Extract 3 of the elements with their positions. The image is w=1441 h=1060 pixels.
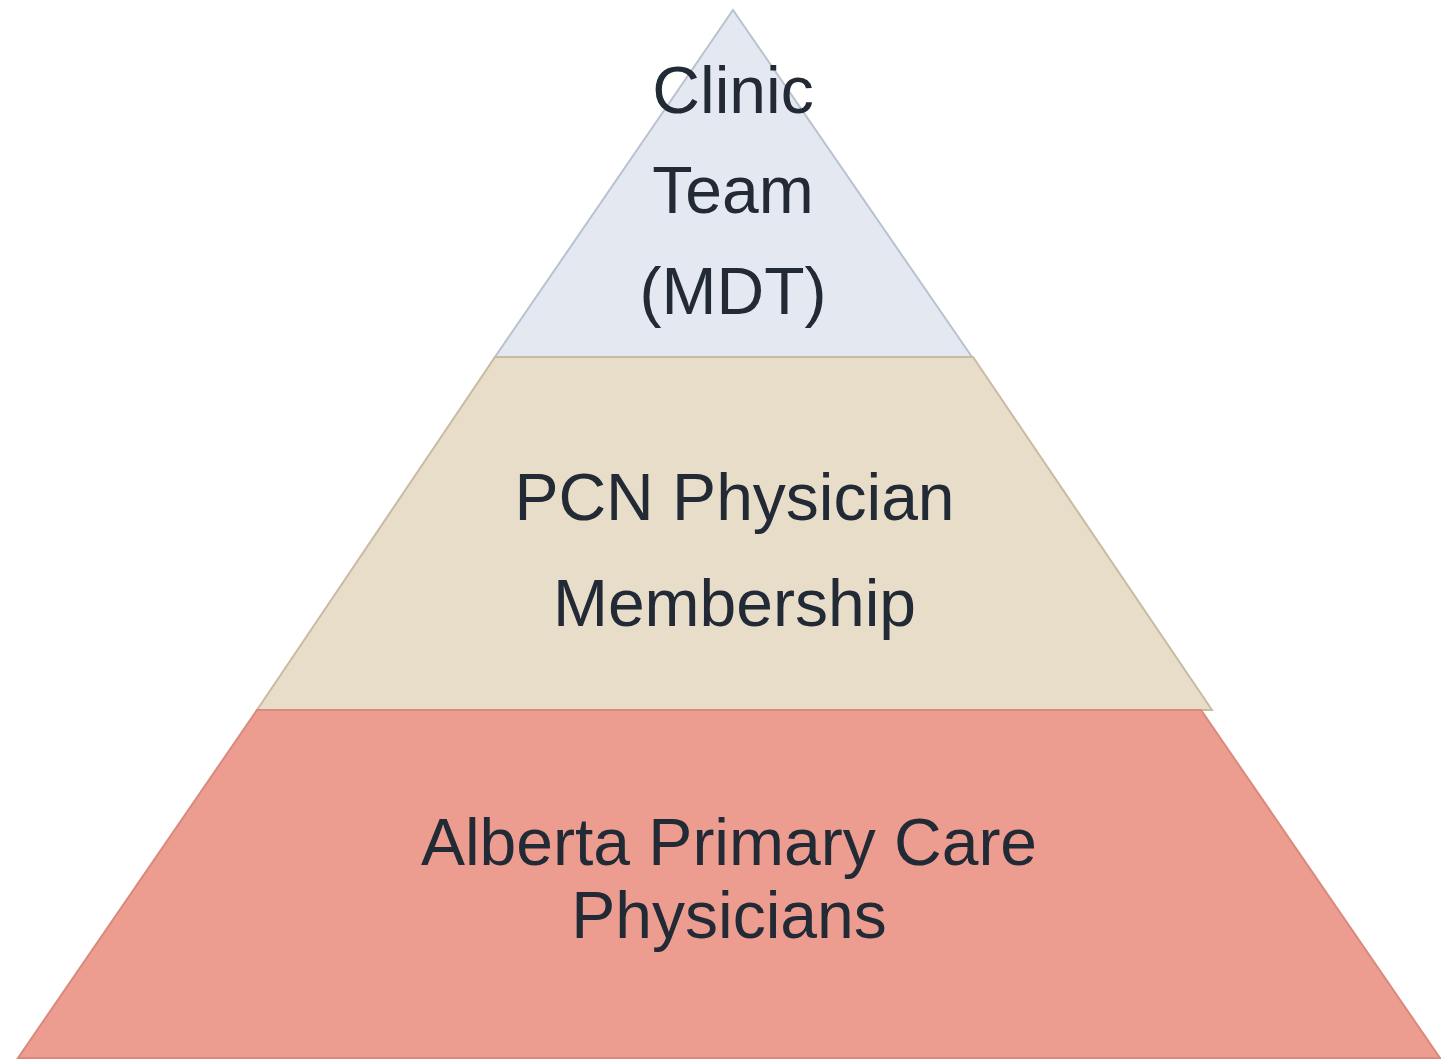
tier-label: Alberta Primary Care Physicians bbox=[419, 806, 1039, 952]
tier-label: PCN Physician Membership bbox=[513, 459, 956, 642]
tier-label: Clinic Team (MDT) bbox=[638, 52, 828, 330]
